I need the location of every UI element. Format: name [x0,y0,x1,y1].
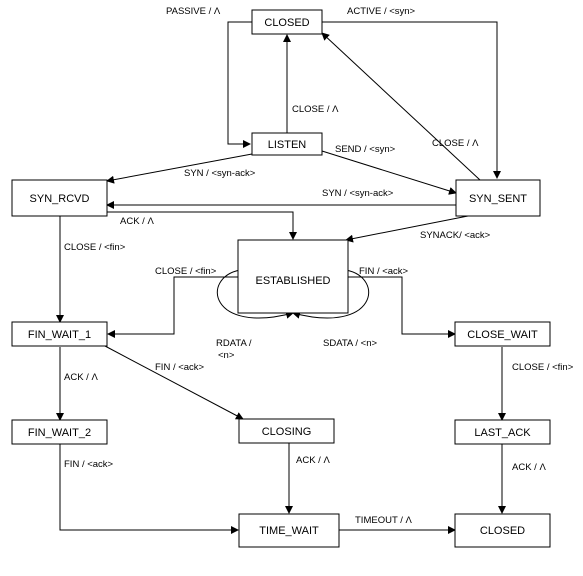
edge-fin-fw1 [104,345,244,420]
state-closing: CLOSING [238,418,335,444]
state-label: LISTEN [268,139,307,151]
label-rdata: RDATA / [216,338,252,349]
state-listen: LISTEN [251,132,323,156]
label-ack-closing: ACK / Λ [296,455,330,466]
label-active: ACTIVE / <syn> [347,6,416,17]
state-label: FIN_WAIT_2 [28,427,91,439]
label-ack-fw1: ACK / Λ [64,372,98,383]
edge-passive [227,21,252,148]
label-synack: SYNACK/ <ack> [420,230,491,241]
state-fin-wait-2: FIN_WAIT_2 [11,419,108,445]
state-label: FIN_WAIT_1 [28,329,91,341]
state-syn-sent: SYN_SENT [455,179,541,217]
state-time-wait: TIME_WAIT [238,513,340,548]
label-close-synrcvd: CLOSE / <fin> [64,242,126,253]
label-fin-established: FIN / <ack> [359,266,409,277]
state-closed-top: CLOSED [251,9,323,35]
label-ack-lastack: ACK / Λ [512,462,546,473]
label-close-synsent: CLOSE / Λ [432,138,479,149]
label-syn-listen: SYN / <syn-ack> [184,168,256,179]
state-label: CLOSED [480,525,525,537]
edge-synack [345,215,469,243]
edge-rdata-loop [216,269,294,319]
label-sdata: SDATA / <n> [323,338,377,349]
state-last-ack: LAST_ACK [454,419,551,445]
state-label: CLOSING [262,426,312,438]
label-send: SEND / <syn> [335,144,396,155]
label-syn-synsent: SYN / <syn-ack> [322,188,394,199]
label-close-closewait: CLOSE / <fin> [512,362,574,373]
state-label: TIME_WAIT [259,525,319,537]
edge-active [322,21,501,179]
state-label: CLOSED [264,17,309,29]
state-label: SYN_SENT [469,193,527,205]
label-rdata-n: <n> [218,350,235,361]
state-fin-wait-1: FIN_WAIT_1 [11,321,108,347]
state-label: ESTABLISHED [256,275,331,287]
edge-syn-listen [106,153,253,184]
edge-close-synsent [321,32,481,181]
state-label: CLOSE_WAIT [467,329,538,341]
edge-fin-fw2 [59,444,239,534]
label-fin-fw2: FIN / <ack> [64,459,114,470]
label-close-established: CLOSE / <fin> [155,266,217,277]
label-passive: PASSIVE / Λ [166,6,221,17]
label-timeout: TIMEOUT / Λ [355,515,412,526]
edge-ack-synrcvd [107,211,297,240]
edge-send [321,150,457,195]
state-established: ESTABLISHED [237,239,349,314]
state-close-wait: CLOSE_WAIT [454,321,551,347]
label-close-listen: CLOSE / Λ [292,104,339,115]
state-closed-bottom: CLOSED [454,513,551,548]
label-ack-synrcvd: ACK / Λ [120,216,154,227]
state-label: LAST_ACK [474,427,531,439]
label-fin-fw1: FIN / <ack> [155,362,205,373]
edge-close-established [107,276,238,338]
edge-sdata-loop [292,269,370,319]
state-label: SYN_RCVD [30,193,90,205]
state-syn-rcvd: SYN_RCVD [11,179,108,217]
edge-fin-established [348,276,456,338]
